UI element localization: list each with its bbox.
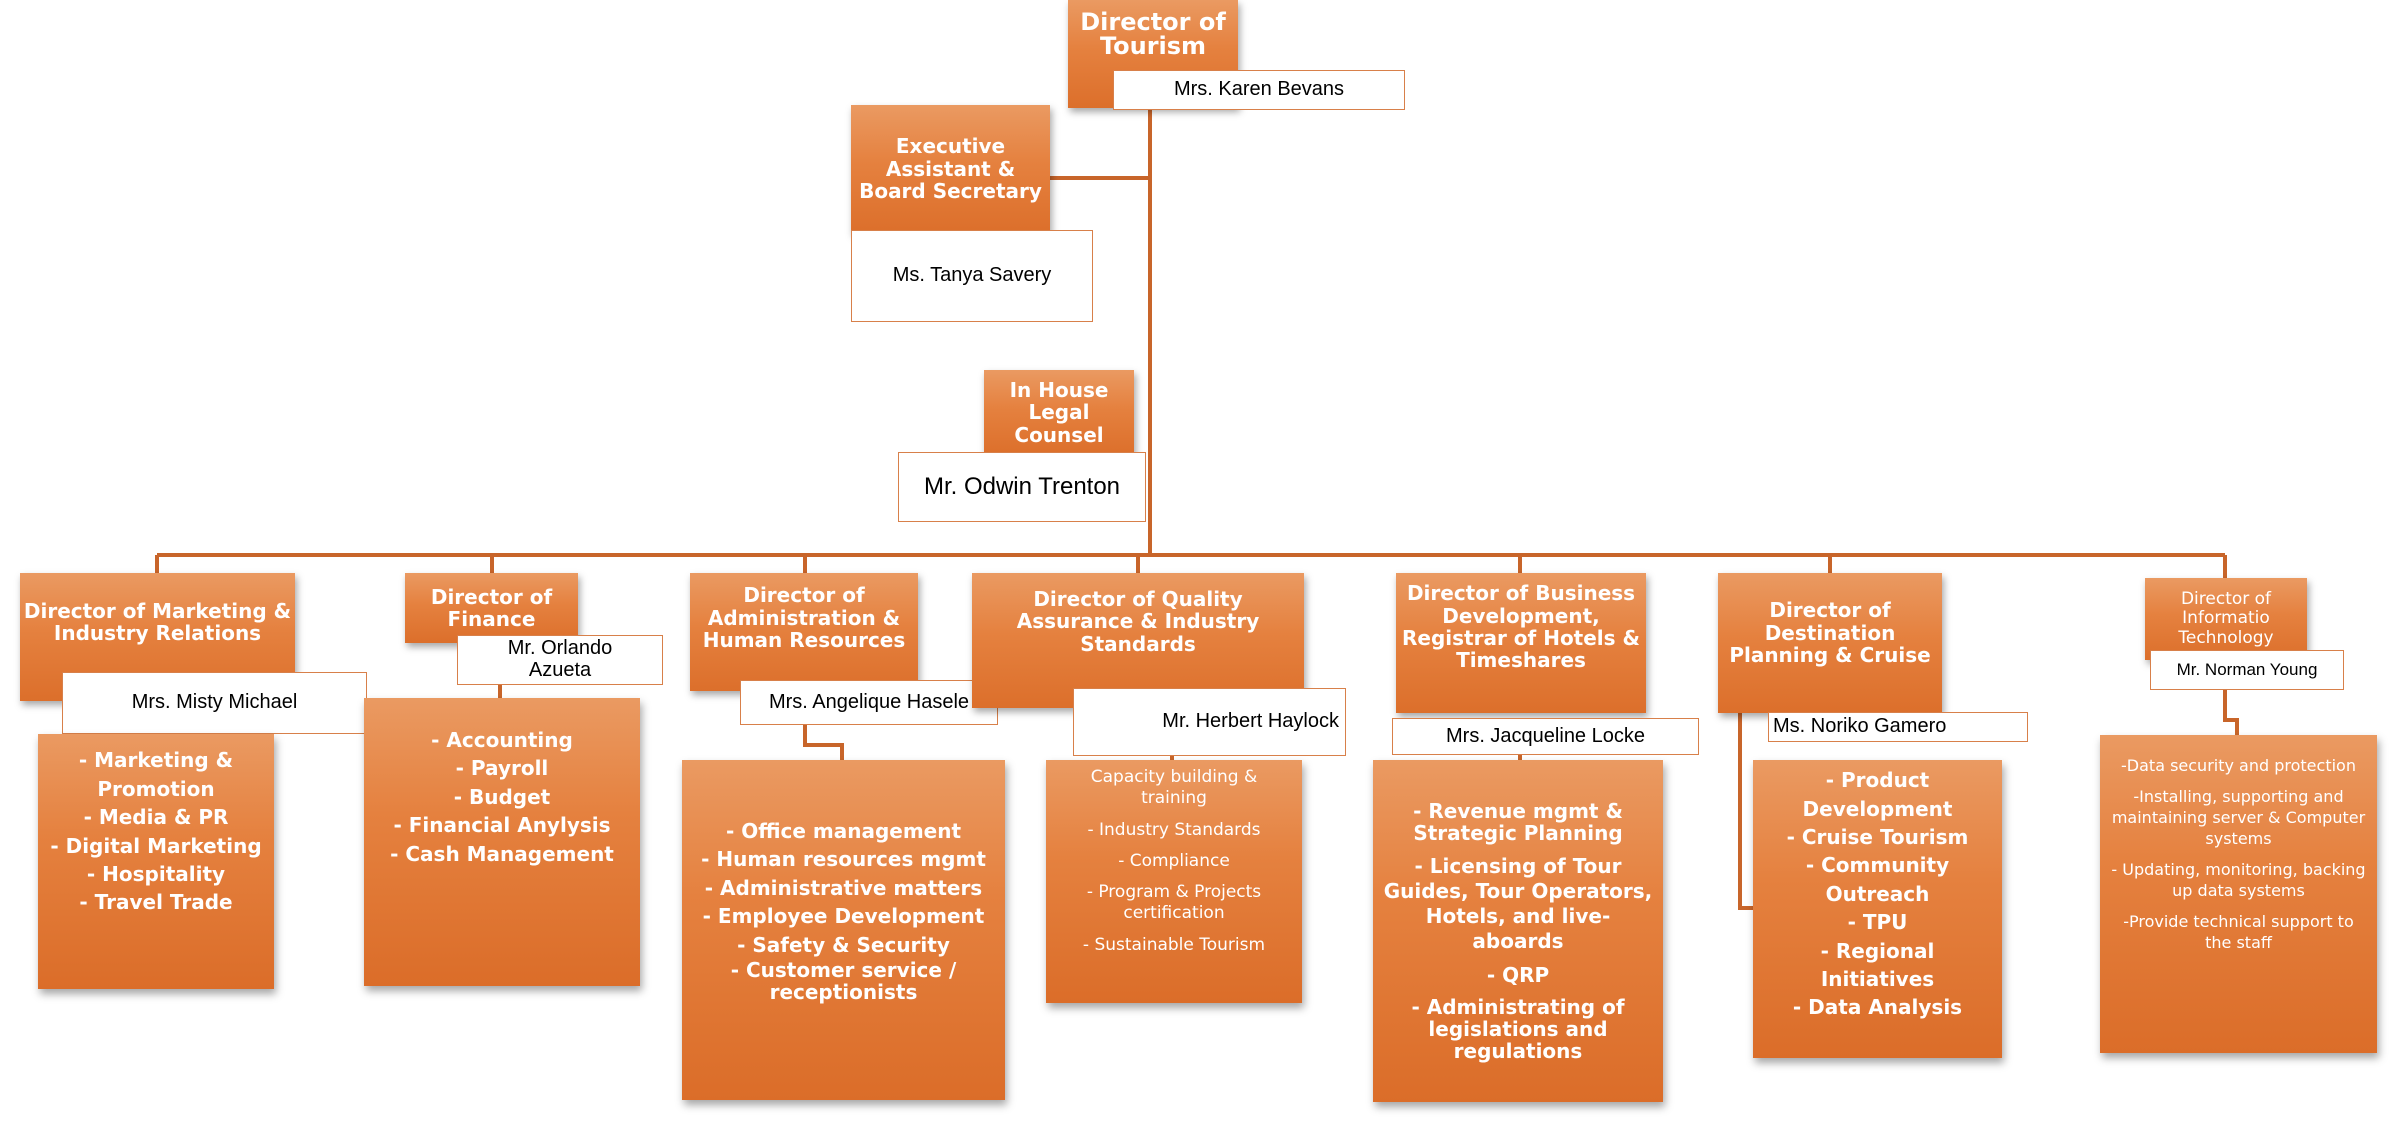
legal-counsel-name: Mr. Odwin Trenton <box>898 452 1146 522</box>
admin-duties-box: - Office management - Human resources mg… <box>682 760 1005 1100</box>
duty-item: - Marketing & Promotion <box>78 748 234 801</box>
duty-item: - Budget <box>453 784 551 809</box>
quality-duties-list: Capacity building & training - Industry … <box>1046 767 1302 956</box>
director-it-title: Director of Informatio Technology <box>2178 589 2274 648</box>
director-finance-name: Mr. Orlando Azueta <box>457 635 663 685</box>
duty-item: - Employee Development <box>702 904 985 929</box>
director-finance-title: Director of Finance <box>430 584 553 631</box>
director-destination-box[interactable]: Director of Destination Planning & Cruis… <box>1718 573 1942 713</box>
duty-item: - QRP <box>1486 963 1550 987</box>
link-destination-duties <box>1738 710 1755 910</box>
admin-duties-list: - Office management - Human resources mg… <box>691 817 996 1003</box>
duty-item: - Digital Marketing <box>50 833 262 858</box>
director-tourism-title: Director of Tourism <box>1080 8 1226 60</box>
duty-item: - Data Analysis <box>1792 995 1963 1020</box>
duty-item: - Sustainable Tourism <box>1082 934 1266 955</box>
link-admin-duties <box>803 725 844 762</box>
duty-item: - TPU <box>1847 910 1908 935</box>
director-destination-title: Director of Destination Planning & Cruis… <box>1729 598 1931 668</box>
finance-duties-box: - Accounting - Payroll - Budget - Financ… <box>364 698 640 986</box>
duty-item: -Provide technical support to the staff <box>2123 912 2354 953</box>
destination-duties-box: - Product Development - Cruise Tourism -… <box>1753 760 2002 1058</box>
director-it-name: Mr. Norman Young <box>2150 650 2344 690</box>
duty-item: - Media & PR <box>83 805 229 830</box>
marketing-duties-list: - Marketing & Promotion - Media & PR - D… <box>38 746 274 916</box>
it-duties-list: -Data security and protection -Installin… <box>2100 755 2377 954</box>
duty-item: - Financial Anylysis <box>393 813 611 838</box>
marketing-duties-box: - Marketing & Promotion - Media & PR - D… <box>38 734 274 989</box>
director-business-name: Mrs. Jacqueline Locke <box>1392 718 1699 755</box>
director-finance-box[interactable]: Director of Finance <box>405 573 578 643</box>
quality-duties-box: Capacity building & training - Industry … <box>1046 760 1302 1003</box>
director-quality-name: Mr. Herbert Haylock <box>1073 688 1346 756</box>
duty-item: - Product Development <box>1802 768 1953 821</box>
exec-assistant-name: Ms. Tanya Savery <box>851 230 1093 322</box>
legal-counsel-title: In House Legal Counsel <box>1009 377 1109 447</box>
director-admin-title: Director of Administration & Human Resou… <box>702 583 906 653</box>
duty-item: - Revenue mgmt & Strategic Planning <box>1413 799 1623 845</box>
business-duties-box: - Revenue mgmt & Strategic Planning - Li… <box>1373 760 1663 1102</box>
duty-item: - Program & Projects certification <box>1086 882 1262 924</box>
director-quality-title: Director of Quality Assurance & Industry… <box>1016 586 1260 656</box>
duty-item: - Community Outreach <box>1805 853 1950 906</box>
duty-item: Capacity building & training <box>1090 767 1258 809</box>
duty-item: - Office management <box>725 819 962 844</box>
duty-item: - Administrative matters <box>704 875 983 900</box>
director-tourism-name: Mrs. Karen Bevans <box>1113 70 1405 110</box>
duty-item: - Accounting <box>431 728 573 753</box>
director-admin-box[interactable]: Director of Administration & Human Resou… <box>690 573 918 691</box>
director-it-box[interactable]: Director of Informatio Technology <box>2145 578 2307 660</box>
duty-item: - Compliance <box>1118 850 1230 871</box>
exec-assistant-title: Executive Assistant & Board Secretary <box>859 134 1042 204</box>
duty-item: - Safety & Security <box>737 932 950 957</box>
duty-item: - Licensing of Tour Guides, Tour Operato… <box>1383 854 1653 953</box>
duty-item: - Hospitality <box>86 861 226 886</box>
destination-duties-list: - Product Development - Cruise Tourism -… <box>1753 766 2002 1022</box>
duty-item: - Cruise Tourism <box>1786 825 1969 850</box>
duty-item: - Updating, monitoring, backing up data … <box>2111 860 2366 901</box>
business-duties-list: - Revenue mgmt & Strategic Planning - Li… <box>1373 800 1663 1062</box>
duty-item: -Installing, supporting and maintaining … <box>2111 786 2366 848</box>
duty-item: - Human resources mgmt <box>701 847 986 872</box>
exec-assistant-box[interactable]: Executive Assistant & Board Secretary <box>851 105 1050 233</box>
duty-item: - Travel Trade <box>79 890 233 915</box>
director-destination-name: Ms. Noriko Gamero <box>1768 712 2028 742</box>
director-quality-box[interactable]: Director of Quality Assurance & Industry… <box>972 573 1304 708</box>
director-admin-name: Mrs. Angelique Hasele <box>740 680 998 725</box>
finance-duties-list: - Accounting - Payroll - Budget - Financ… <box>380 726 624 868</box>
it-duties-box: -Data security and protection -Installin… <box>2100 735 2377 1053</box>
director-business-title: Director of Business Development, Regist… <box>1402 581 1640 673</box>
duty-item: - Payroll <box>455 756 549 781</box>
director-business-box[interactable]: Director of Business Development, Regist… <box>1396 573 1646 713</box>
duty-item: - Cash Management <box>390 841 614 866</box>
link-it-duties <box>2223 690 2239 735</box>
duty-item: -Data security and protection <box>2121 755 2356 775</box>
director-marketing-title: Director of Marketing & Industry Relatio… <box>23 598 292 645</box>
duty-item: - Regional Initiatives <box>1820 938 1935 991</box>
duty-item: - Customer service / receptionists <box>730 957 957 1004</box>
duty-item: - Administrating of legislations and reg… <box>1411 995 1625 1063</box>
duty-item: - Industry Standards <box>1087 819 1261 840</box>
director-marketing-name: Mrs. Misty Michael <box>62 672 367 734</box>
legal-counsel-box[interactable]: In House Legal Counsel <box>984 370 1134 455</box>
